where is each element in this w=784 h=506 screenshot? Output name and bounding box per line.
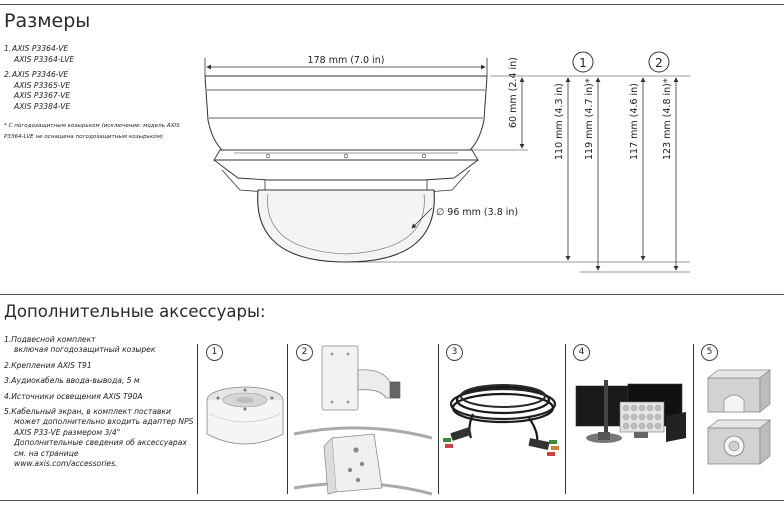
dome-diameter-label: ∅ 96 mm (3.8 in) bbox=[436, 207, 518, 218]
tile-separator bbox=[693, 344, 694, 494]
model-group-2-first: 2.AXIS P3346-VE bbox=[4, 70, 69, 80]
bottom-rule bbox=[0, 500, 784, 501]
height-119-label: 119 mm (4.7 in)* bbox=[584, 78, 595, 160]
dimension-drawing: 178 mm (7.0 in) ∅ 96 mm (3.8 in) 1 2 bbox=[204, 51, 690, 273]
accessory-tile-4: 4 bbox=[568, 342, 691, 497]
svg-text:1: 1 bbox=[579, 56, 587, 70]
accessory-tile-2: 2 bbox=[290, 342, 436, 497]
accessory-tile-3: 3 bbox=[441, 342, 563, 497]
tile-separator bbox=[565, 344, 566, 494]
accessories-list: 1.Подвесной комплект включая погодозащит… bbox=[4, 335, 194, 474]
model-item: AXIS P3365-VE bbox=[14, 80, 71, 90]
tile-number: 4 bbox=[573, 344, 590, 361]
t91-mounts-image bbox=[293, 345, 433, 496]
illuminators-image bbox=[575, 380, 686, 443]
height-60-label: 60 mm (2.4 in) bbox=[508, 57, 519, 128]
camera-dome bbox=[257, 189, 435, 263]
tile-number: 5 bbox=[701, 344, 718, 361]
dome-diameter-callout: ∅ 96 mm (3.8 in) bbox=[411, 207, 518, 229]
column-2-marker: 2 bbox=[648, 51, 670, 73]
model-item: AXIS P3364-LVE bbox=[14, 54, 75, 64]
tile-separator bbox=[197, 344, 198, 494]
tile-separator bbox=[438, 344, 439, 494]
accessory-item: 1.Подвесной комплект включая погодозащит… bbox=[4, 335, 156, 355]
tile-separator bbox=[287, 344, 288, 494]
height-123-label: 123 mm (4.8 in)* bbox=[662, 78, 673, 160]
accessory-item: 3.Аудиокабель ввода-вывода, 5 м bbox=[4, 376, 140, 386]
width-label: 178 mm (7.0 in) bbox=[308, 55, 385, 66]
dimensions-title: Размеры bbox=[4, 10, 91, 32]
cable-shield-image bbox=[707, 369, 771, 465]
model-list: 1.AXIS P3364-VE AXIS P3364-LVE 2.AXIS P3… bbox=[4, 44, 194, 143]
accessory-item: 5.Кабельный экран, в комплект поставки м… bbox=[4, 407, 194, 469]
model-group-1-first: 1.AXIS P3364-VE bbox=[4, 44, 69, 53]
middle-rule bbox=[0, 294, 784, 295]
pendant-kit-image bbox=[206, 386, 284, 445]
width-dimension: 178 mm (7.0 in) bbox=[204, 52, 488, 76]
tile-number: 3 bbox=[446, 344, 463, 361]
accessory-item: 4.Источники освещения AXIS T90A bbox=[4, 391, 143, 401]
accessories-title: Дополнительные аксессуары: bbox=[4, 302, 266, 321]
accessory-tile-1: 1 bbox=[200, 342, 285, 497]
tile-number: 2 bbox=[296, 344, 313, 361]
weathershield-note: * С погодозащитным козырьком (исключение… bbox=[4, 122, 180, 140]
accessory-item: 2.Крепления AXIS T91 bbox=[4, 360, 92, 370]
accessory-tile-5: 5 bbox=[696, 342, 782, 497]
model-item: AXIS P3384-VE bbox=[14, 101, 71, 111]
height-117-label: 117 mm (4.6 in) bbox=[629, 83, 640, 160]
model-item: AXIS P3367-VE bbox=[14, 91, 71, 101]
height-110-label: 110 mm (4.3 in) bbox=[554, 83, 565, 160]
top-rule bbox=[0, 4, 784, 5]
vertical-dimensions bbox=[519, 77, 679, 271]
svg-text:2: 2 bbox=[655, 56, 663, 70]
column-1-marker: 1 bbox=[572, 51, 594, 73]
audio-cable-image bbox=[443, 384, 559, 456]
tile-number: 1 bbox=[206, 344, 223, 361]
camera-housing bbox=[204, 75, 488, 193]
